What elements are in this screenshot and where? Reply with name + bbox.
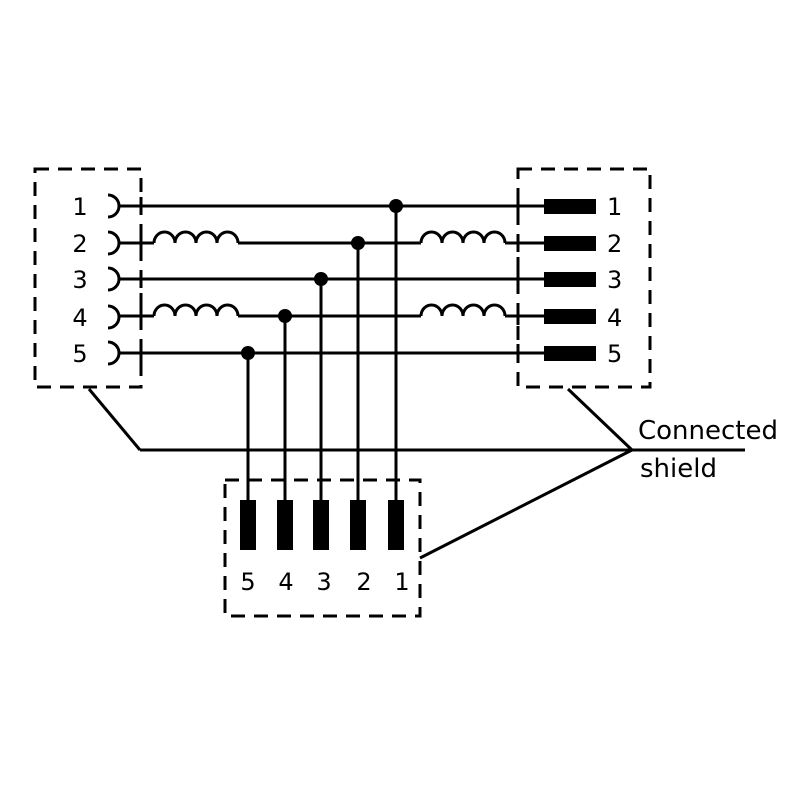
bottom-pin-3-label: 3 — [316, 568, 331, 596]
wire-2 — [120, 230, 545, 245]
wire-4 — [120, 303, 545, 318]
right-pin-4-label: 4 — [607, 304, 622, 332]
bottom-pin-5-label: 5 — [240, 568, 255, 596]
left-pin-1-label: 1 — [72, 193, 87, 221]
left-socket-symbols — [107, 193, 121, 366]
right-connector-outline — [516, 167, 652, 389]
bottom-pin-bars — [240, 500, 404, 550]
left-pin-4-label: 4 — [72, 304, 87, 332]
junction-dots — [241, 199, 403, 360]
vertical-drops — [246, 206, 398, 500]
bottom-pin-4-label: 4 — [278, 568, 293, 596]
left-pin-2-label: 2 — [72, 230, 87, 258]
bottom-pin-2-label: 2 — [356, 568, 371, 596]
boundary-ticks — [139, 197, 520, 362]
right-pin-3-label: 3 — [607, 266, 622, 294]
left-pin-3-label: 3 — [72, 266, 87, 294]
right-pin-1-label: 1 — [607, 193, 622, 221]
shield-label-line2: shield — [640, 454, 717, 484]
shield-label-line1: Connected — [638, 416, 778, 446]
shield-lines — [87, 387, 745, 560]
left-pin-5-label: 5 — [72, 340, 87, 368]
right-pin-5-label: 5 — [607, 340, 622, 368]
right-pin-bars — [544, 199, 596, 361]
right-pin-2-label: 2 — [607, 230, 622, 258]
bottom-pin-1-label: 1 — [394, 568, 409, 596]
